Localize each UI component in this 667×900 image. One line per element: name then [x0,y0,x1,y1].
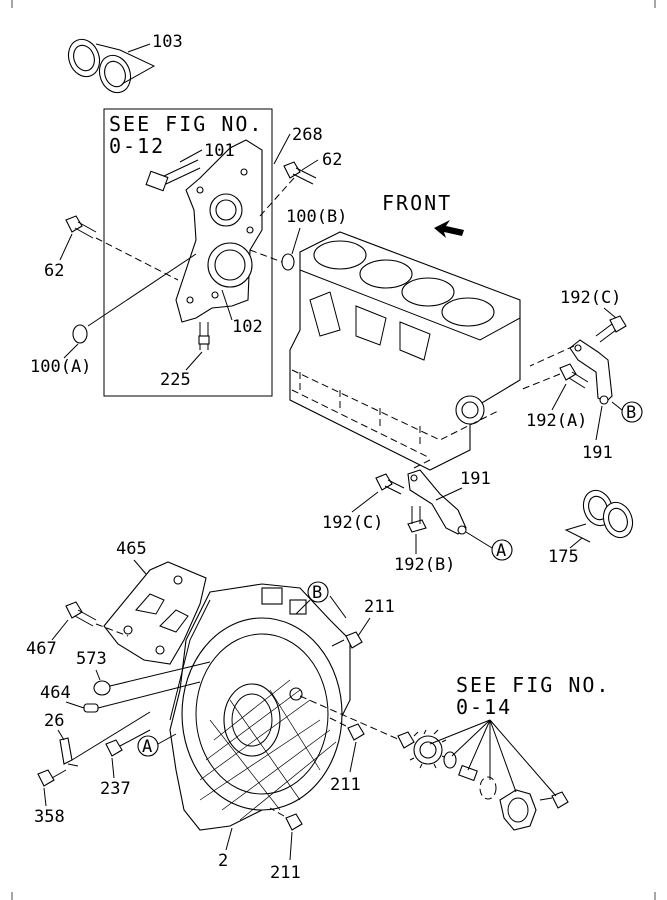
label-2: 2 [218,851,228,871]
label-100a: 100(A) [30,357,91,377]
label-103: 103 [152,32,183,52]
label-192c-lower: 192(C) [322,513,383,533]
label-192c-upper: 192(C) [560,288,621,308]
label-175: 175 [548,547,579,567]
o-ring-100a [72,324,88,344]
stud-101 [145,159,201,192]
fig-0-14-leaders [429,719,557,797]
fig-0-12-ref-line2: 0-12 [109,134,165,158]
bolt-467 [65,601,97,627]
label-26: 26 [44,711,64,731]
bracket-191-right [569,339,613,405]
rear-cover-plate [175,139,263,323]
label-467: 467 [26,639,57,659]
callout-b-right-letter: B [626,403,636,423]
bracket-191-lower [407,469,467,535]
label-192b: 192(B) [394,555,455,575]
ring-573 [93,680,111,696]
label-573: 573 [76,649,107,669]
label-237: 237 [100,779,131,799]
front-arrow-icon [434,220,464,238]
label-211-middle: 211 [330,775,361,795]
label-100b: 100(B) [286,207,347,227]
oil-seal-103 [67,38,156,94]
fig-0-14-ref-line2: 0-14 [456,695,512,719]
plate-465 [103,561,207,665]
front-label: FRONT [382,191,452,215]
label-358: 358 [34,807,65,827]
label-192a: 192(A) [526,411,587,431]
label-62-left: 62 [44,261,64,281]
bolt-237 [105,729,151,757]
fig-0-12-ref-line1: SEE FIG NO. [109,112,263,136]
bolt-211-lower [269,807,303,831]
label-465: 465 [116,539,147,559]
o-ring-100b [281,253,295,271]
label-62-upper: 62 [322,150,342,170]
stud-225 [198,322,210,350]
bolt-192a [559,363,589,389]
callout-a-right [491,539,513,561]
label-191-lower: 191 [460,469,491,489]
fig-0-12-box [103,108,273,397]
pin-464 [83,703,99,713]
callout-a-right-letter: A [496,541,506,561]
label-225: 225 [160,370,191,390]
bolt-192c-lower [375,473,405,495]
label-211-lower: 211 [270,863,301,883]
sensor-26 [59,711,151,767]
callout-b-left [307,581,329,603]
label-101: 101 [204,141,235,161]
bolt-62-left [65,215,97,239]
bolt-62-upper [283,161,317,185]
flywheel-housing [169,583,351,831]
callout-a-left-letter: A [142,737,152,757]
oil-seal-175 [564,489,634,543]
label-211-upper: 211 [364,597,395,617]
bolt-192b [407,506,427,533]
fig-0-14-ref-line1: SEE FIG NO. [456,673,610,697]
bolt-192c-upper [595,315,627,343]
label-268: 268 [292,125,323,145]
bolt-358 [37,769,67,787]
label-464: 464 [40,683,71,703]
cylinder-block [289,231,521,471]
callout-a-left [137,735,159,757]
label-191-right: 191 [582,443,613,463]
bolt-211-middle [329,717,365,741]
callout-b-right [621,401,643,423]
pump-assembly-parts [397,729,569,831]
label-102: 102 [232,317,263,337]
callout-b-left-letter: B [312,583,322,603]
